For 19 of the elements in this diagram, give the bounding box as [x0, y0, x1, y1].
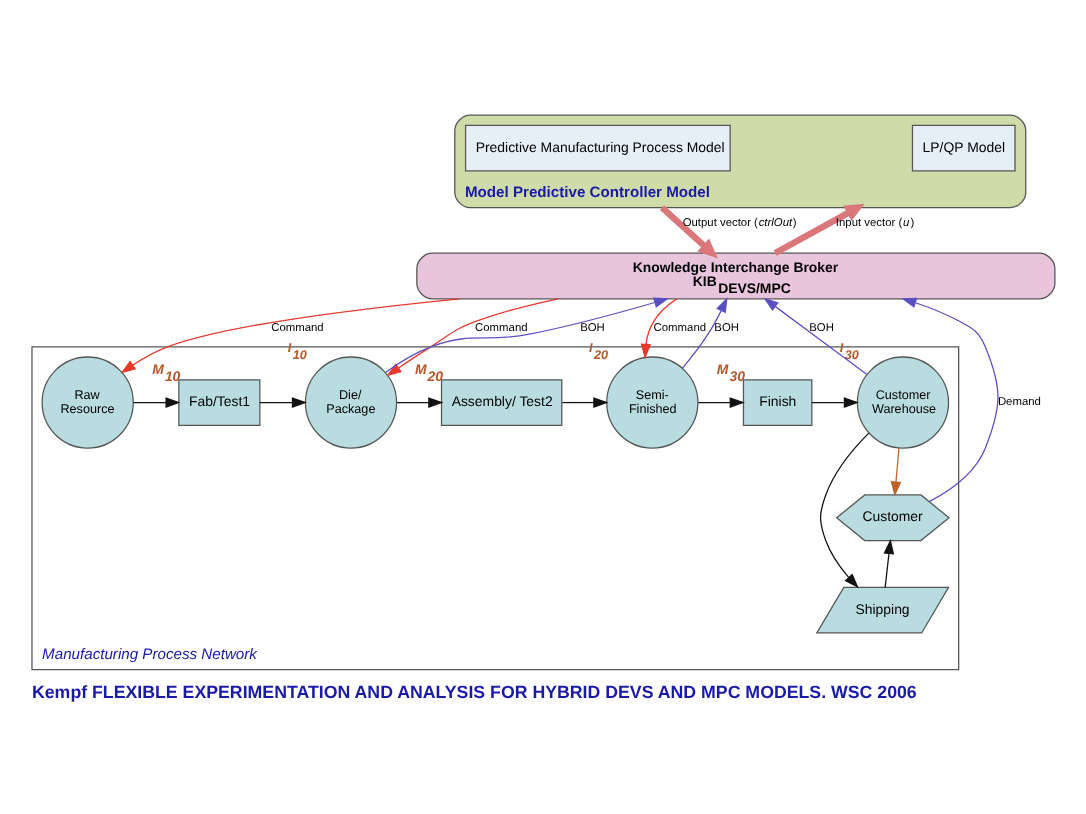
- arrow: [259, 397, 308, 408]
- arrow: [890, 447, 902, 497]
- arrow: [697, 397, 745, 408]
- arrow: [386, 298, 559, 377]
- caption: Kempf FLEXIBLE EXPERIMENTATION AND ANALYSIS FOR HYBRID DEVS AND MPC MODELS. WSC 2006: [31, 681, 917, 702]
- arrow: [811, 397, 859, 408]
- arrow: [883, 538, 895, 588]
- arrow: [396, 397, 444, 408]
- arrow: [640, 298, 678, 360]
- arrow: [901, 297, 999, 503]
- arrow: [132, 397, 181, 408]
- arrow: [773, 203, 865, 256]
- arrow: [763, 297, 868, 375]
- arrow: [120, 298, 461, 374]
- arrow: [561, 397, 609, 408]
- arrow: [819, 432, 870, 589]
- arrow: [681, 297, 728, 369]
- arrow: [384, 297, 670, 374]
- arrow: [659, 205, 718, 259]
